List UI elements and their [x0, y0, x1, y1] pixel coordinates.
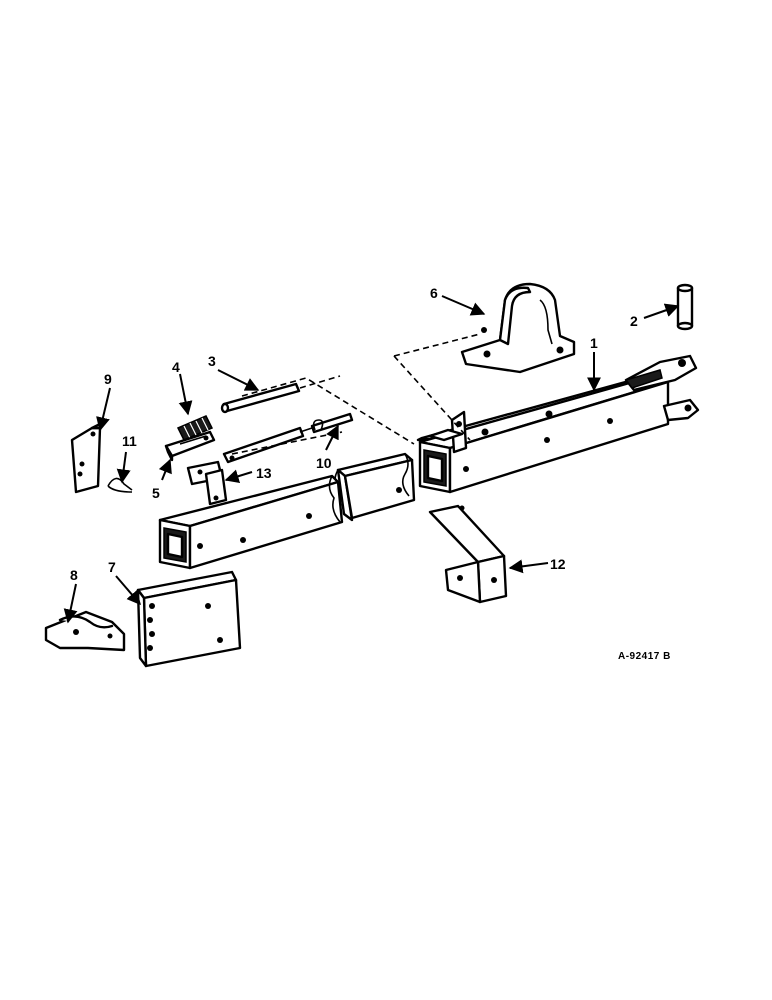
callout-2: 2: [630, 313, 638, 329]
callout-6: 6: [430, 285, 438, 301]
callout-4: 4: [172, 359, 180, 375]
callout-3: 3: [208, 353, 216, 369]
latch-handle-rod: [222, 412, 354, 464]
corner-plate: [136, 570, 242, 668]
spring: [176, 415, 214, 441]
callout-5: 5: [152, 485, 160, 501]
drawing-reference-code: A-92417 B: [618, 651, 671, 662]
clamp-bracket: [44, 610, 126, 652]
callout-12: 12: [550, 556, 566, 572]
callout-9: 9: [104, 371, 112, 387]
mounting-plate: [70, 422, 102, 494]
small-bracket: [186, 460, 228, 506]
pin: [220, 382, 301, 414]
callout-7: 7: [108, 559, 116, 575]
mounting-bracket: [428, 504, 508, 604]
callout-1: 1: [590, 335, 598, 351]
callout-10: 10: [316, 455, 332, 471]
callout-8: 8: [70, 567, 78, 583]
latch-bracket: [164, 430, 216, 462]
main-bar-left-section: [158, 474, 344, 570]
tube-pin: [676, 283, 694, 331]
callout-leaders: [63, 295, 680, 624]
main-bar-middle-section: [334, 452, 416, 522]
callout-13: 13: [256, 465, 272, 481]
hairpin-clip: [107, 477, 133, 493]
main-bar-right-section: [416, 354, 700, 494]
saddle-bracket: [460, 282, 576, 374]
callout-11: 11: [122, 433, 137, 449]
alignment-lines: [231, 333, 481, 455]
